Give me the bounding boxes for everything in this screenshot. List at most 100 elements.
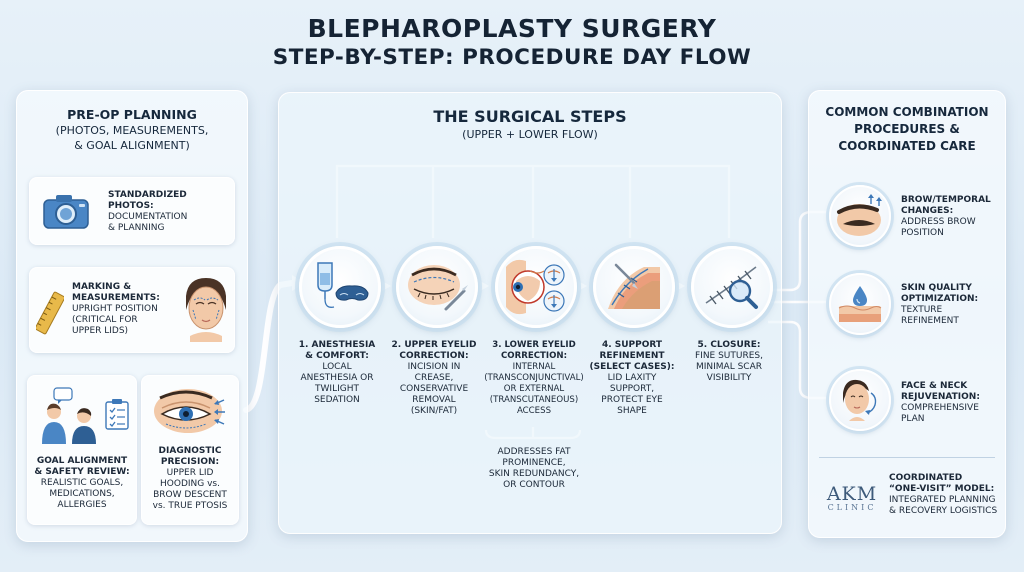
diagnostic-card: DIAGNOSTIC PRECISION: UPPER LID HOODING … (141, 375, 239, 525)
skin-label: SKIN QUALITY OPTIMIZATION: TEXTURE REFIN… (901, 283, 1001, 327)
step-4-text-4: SHAPE (617, 406, 647, 416)
marking-card: MARKING & MEASUREMENTS: UPRIGHT POSITION… (29, 267, 235, 353)
face-circle (829, 369, 891, 431)
step-2-text-1: INCISION IN (407, 362, 461, 372)
diagnostic-text-3: BROW DESCENT (153, 490, 227, 500)
step-2-text-2: CREASE, (414, 373, 454, 383)
step-4-circle (593, 246, 675, 328)
step-2-label: 2. UPPER EYELID CORRECTION: INCISION IN … (384, 340, 484, 417)
skin-text-1: TEXTURE (901, 305, 943, 315)
connector-preop-to-steps (243, 280, 295, 413)
model-bold-1: COORDINATED (889, 473, 963, 483)
photos-text-2: & PLANNING (108, 223, 165, 233)
diagnostic-text-1: UPPER LID (166, 468, 214, 478)
face-profile-icon (843, 379, 877, 421)
diagnostic-text-4: vs. TRUE PTOSIS (152, 501, 228, 511)
preop-subtitle-1: (PHOTOS, MEASUREMENTS, (55, 124, 209, 137)
combination-procedures-panel: COMMON COMBINATION PROCEDURES & COORDINA… (808, 90, 1006, 538)
goal-card: GOAL ALIGNMENT & SAFETY REVIEW: REALISTI… (27, 375, 137, 525)
skin-bold-1: SKIN QUALITY (901, 283, 972, 293)
step-3-text-3: OR EXTERNAL (503, 384, 565, 394)
step-5-circle (691, 246, 773, 328)
note-text-1: ADDRESSES FAT (497, 447, 571, 457)
diagnostic-bold-1: DIAGNOSTIC (158, 446, 222, 456)
step-4-bold-1: 4. SUPPORT (601, 340, 663, 350)
photos-text-1: DOCUMENTATION (108, 212, 188, 222)
panel-divider (819, 457, 995, 458)
preop-title: PRE-OP PLANNING (67, 107, 197, 122)
skin-circle (829, 273, 891, 335)
skin-bold-2: OPTIMIZATION: (901, 294, 979, 304)
step-1-bold-2: & COMFORT: (305, 351, 369, 361)
model-bold-2: “ONE-VISIT” MODEL: (889, 484, 995, 494)
step-5-label: 5. CLOSURE: FINE SUTURES, MINIMAL SCAR V… (682, 340, 776, 384)
scalpel-icon (444, 285, 468, 311)
face-label: FACE & NECK REJUVENATION: COMPREHENSIVE … (901, 381, 1001, 425)
marking-text-3: UPPER LIDS) (72, 326, 129, 336)
marking-text-1: UPRIGHT POSITION (72, 304, 158, 314)
iv-bag-icon (317, 262, 369, 308)
goal-bold-1: GOAL ALIGNMENT (36, 456, 128, 466)
step-3-text-4: (TRANSCUTANEOUS) (489, 395, 579, 405)
ruler-icon (36, 291, 64, 335)
goal-bold-2: & SAFETY REVIEW: (34, 467, 130, 477)
surgical-title: THE SURGICAL STEPS (433, 107, 627, 126)
step-5-bold-1: 5. CLOSURE: (697, 340, 761, 350)
face-marking-icon (186, 278, 226, 342)
step-1-text-1: LOCAL (322, 362, 352, 372)
lower-eyelid-note: ADDRESSES FAT PROMINENCE, SKIN REDUNDANC… (474, 447, 594, 491)
photos-label: STANDARDIZED PHOTOS: DOCUMENTATION & PLA… (108, 190, 230, 234)
note-text-4: OR CONTOUR (503, 480, 565, 490)
model-text-1: INTEGRATED PLANNING (889, 495, 996, 505)
main-subtitle: STEP-BY-STEP: PROCEDURE DAY FLOW (272, 45, 752, 70)
brow-text-2: POSITION (901, 228, 944, 238)
goal-label: GOAL ALIGNMENT & SAFETY REVIEW: REALISTI… (30, 456, 134, 511)
step-2-bold-2: CORRECTION: (399, 351, 469, 361)
logo-sub: CLINIC (827, 503, 877, 512)
model-text-2: & RECOVERY LOGISTICS (889, 506, 998, 516)
step-4-text-3: PROTECT EYE (601, 395, 663, 405)
step-1-text-2: ANESTHESIA OR (300, 373, 374, 383)
preop-planning-panel: PRE-OP PLANNING (PHOTOS, MEASUREMENTS, &… (16, 90, 248, 542)
goal-text-3: ALLERGIES (57, 500, 107, 510)
preop-subtitle-2: & GOAL ALIGNMENT) (74, 139, 190, 152)
step-1-bold-1: 1. ANESTHESIA (298, 340, 376, 350)
step-5-text-2: MINIMAL SCAR (695, 362, 762, 372)
face-text-1: COMPREHENSIVE (901, 403, 979, 413)
goal-text-2: MEDICATIONS, (49, 489, 115, 499)
step-1-text-4: SEDATION (314, 395, 360, 405)
suture-magnifier-icon (705, 266, 758, 309)
brow-circle (829, 185, 891, 247)
marking-bold-2: MEASUREMENTS: (72, 293, 160, 303)
eye-cross-section-icon (506, 259, 565, 315)
diagnostic-bold-2: PRECISION: (160, 457, 220, 467)
face-bold-1: FACE & NECK (901, 381, 968, 391)
step-2-text-3: CONSERVATIVE (399, 384, 469, 394)
step-1-text-3: TWILIGHT (315, 384, 359, 394)
camera-icon (43, 195, 89, 229)
sleep-mask-icon (335, 285, 369, 301)
photos-card: STANDARDIZED PHOTOS: DOCUMENTATION & PLA… (29, 177, 235, 245)
step-4-bold-2: REFINEMENT (599, 351, 665, 361)
skin-text-2: REFINEMENT (901, 316, 959, 326)
brow-bold-2: CHANGES: (901, 206, 954, 216)
brow-icon (837, 194, 882, 236)
step-4-text-2: SUPPORT, (609, 384, 655, 394)
diagnostic-text-2: HOODING vs. (160, 479, 220, 489)
step-3-circle (495, 246, 577, 328)
note-text-3: SKIN REDUNDANCY, (488, 469, 580, 479)
combo-title-1: COMMON COMBINATION (825, 105, 989, 119)
marking-bold-1: MARKING & (72, 282, 132, 292)
step-3-bold-1: 3. LOWER EYELID (492, 340, 576, 350)
akm-logo: AKM CLINIC (817, 483, 887, 512)
brow-bold-1: BROW/TEMPORAL (901, 195, 991, 205)
note-text-2: PROMINENCE, (502, 458, 566, 468)
photos-bold-1: STANDARDIZED (108, 190, 187, 200)
step-2-circle (396, 246, 478, 328)
model-label: COORDINATED “ONE-VISIT” MODEL: INTEGRATE… (889, 473, 1001, 517)
main-title: BLEPHAROPLASTY SURGERY (307, 14, 717, 43)
step-5-text-3: VISIBILITY (706, 373, 752, 383)
step-3-label: 3. LOWER EYELID CORRECTION: INTERNAL (TR… (480, 340, 588, 417)
face-bold-2: REJUVENATION: (901, 392, 980, 402)
diagnostic-label: DIAGNOSTIC PRECISION: UPPER LID HOODING … (144, 446, 236, 512)
